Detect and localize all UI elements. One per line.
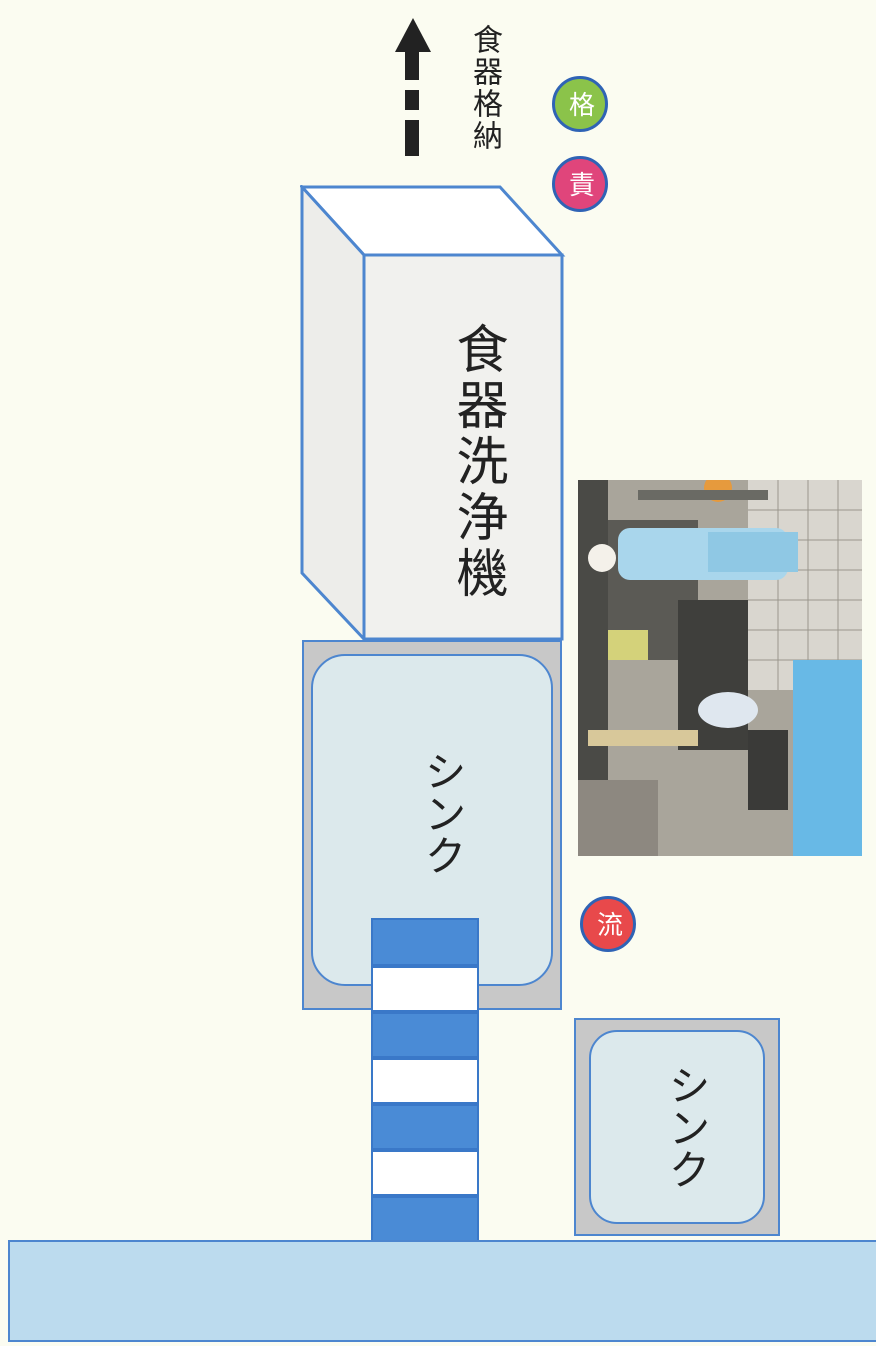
stripe-white: [371, 966, 479, 1012]
sink-small-label: シンク: [662, 1064, 711, 1190]
dishwasher-front-face: [362, 253, 564, 641]
dishwasher-side-face: [300, 185, 366, 643]
badge-kaku-text: 格: [564, 91, 595, 117]
stripe-blue: [371, 1104, 479, 1150]
sink-small-basin: [589, 1030, 765, 1224]
kitchen-photo-image: [578, 480, 862, 856]
stripe-blue: [371, 918, 479, 966]
badge-seki-text: 責: [564, 171, 595, 197]
stripe-blue: [371, 1196, 479, 1242]
badge-ryu-text: 流: [592, 911, 623, 937]
arrow-dash: [405, 90, 419, 110]
stripe-blue: [371, 1012, 479, 1058]
conveyor-belt: [8, 1240, 876, 1342]
stripe-white: [371, 1058, 479, 1104]
storage-label: 食器格納: [467, 24, 502, 152]
sink-main-label: シンク: [418, 750, 467, 876]
stripe-white: [371, 1150, 479, 1196]
badge-seki: 責: [552, 156, 608, 212]
dishwasher-box: [300, 185, 566, 643]
badge-ryu: 流: [580, 896, 636, 952]
kitchen-photo: [578, 480, 862, 856]
badge-kaku: 格: [552, 76, 608, 132]
arrow-dash: [405, 120, 419, 156]
arrow-head-icon: [395, 18, 431, 52]
dishwasher-label: 食器洗浄機: [447, 322, 507, 602]
arrow-dash: [405, 50, 419, 80]
